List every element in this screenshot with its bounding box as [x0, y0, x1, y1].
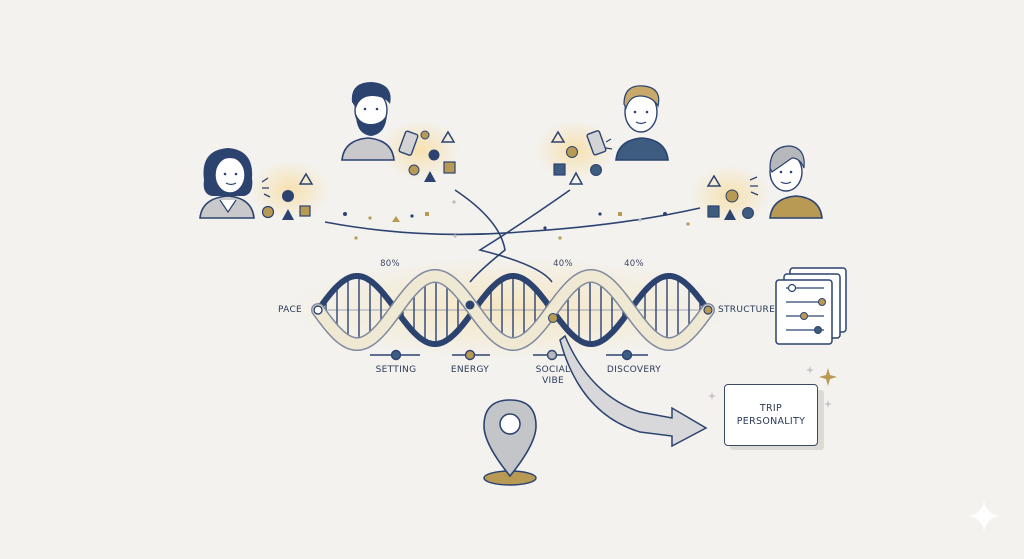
- card-title-line2: PERSONALITY: [736, 416, 806, 427]
- percent-label-2: 40%: [553, 259, 573, 269]
- person-4-shapes: [706, 174, 759, 220]
- scatter-dots: [343, 200, 690, 240]
- arrow-icon: [559, 334, 708, 448]
- person-4-icon: [769, 145, 823, 219]
- person-3-icon: [615, 85, 669, 161]
- label-social-line1: SOCIAL: [535, 365, 571, 375]
- card-title-line1: TRIP: [759, 403, 783, 414]
- watermark-star-icon: [968, 500, 1000, 532]
- label-energy: ENERGY: [450, 365, 490, 375]
- location-pin-icon: [483, 399, 537, 486]
- trip-personality-card: TRIP PERSONALITY: [724, 384, 818, 446]
- dna-helix-icon: [311, 269, 715, 351]
- label-discovery: DISCOVERY: [606, 365, 662, 375]
- label-pace: PACE: [278, 305, 303, 315]
- person-2-icon: [341, 82, 395, 161]
- slider-panel-icon: [775, 267, 847, 345]
- label-social-line2: VIBE: [542, 376, 564, 386]
- percent-label-1: 80%: [380, 259, 400, 269]
- percent-label-3: 40%: [624, 259, 644, 269]
- label-structure: STRUCTURE: [718, 305, 776, 315]
- connector-lines: [324, 189, 701, 283]
- person-1-shapes: [261, 172, 314, 220]
- person-1-icon: [199, 148, 255, 219]
- phone-icon-2: [398, 130, 456, 182]
- label-setting: SETTING: [375, 365, 417, 375]
- phone-icon-3: [550, 130, 613, 185]
